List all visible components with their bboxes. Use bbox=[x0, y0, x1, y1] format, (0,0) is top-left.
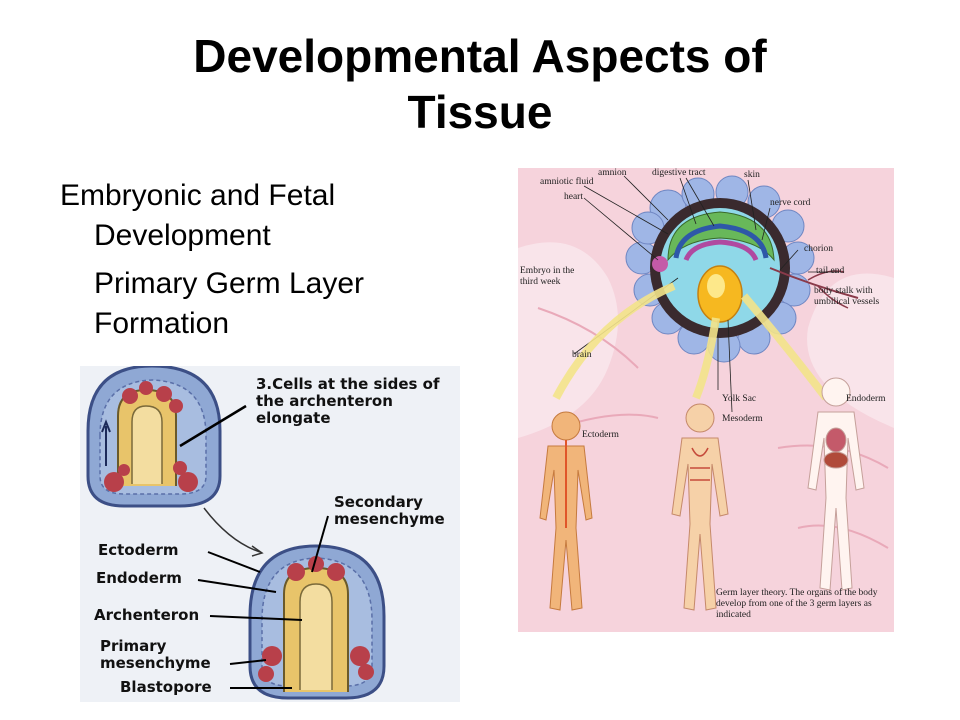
label-secondary-mesenchyme: Secondary mesenchyme bbox=[334, 493, 445, 528]
figure-caption: Germ layer theory. The organs of the bod… bbox=[716, 588, 878, 620]
bullet-list: Embryonic and Fetal Development Primary … bbox=[60, 176, 460, 344]
mesoderm-body-icon bbox=[671, 403, 729, 611]
title-line-2: Tissue bbox=[407, 86, 553, 138]
label-step-3: 3.Cells at the sides of the archenteron … bbox=[256, 375, 440, 427]
ectoderm-body-icon bbox=[539, 411, 593, 611]
label-mesoderm: Mesoderm bbox=[722, 414, 763, 424]
label-digestive-tract: digestive tract bbox=[652, 168, 706, 178]
label-ectoderm: Ectoderm bbox=[98, 541, 179, 559]
embryo-top-icon bbox=[86, 366, 222, 508]
label-embryo-third-week: Embryo in the third week bbox=[520, 266, 575, 287]
germ-layer-illustration bbox=[518, 168, 894, 632]
label-brain: brain bbox=[572, 350, 592, 360]
gastrulation-illustration bbox=[86, 366, 386, 700]
endoderm-body-icon bbox=[807, 377, 865, 591]
pointer-step3 bbox=[179, 404, 247, 448]
bullet-embryonic-development: Embryonic and Fetal Development bbox=[60, 179, 336, 252]
label-body-stalk: body stalk with umbilical vessels bbox=[814, 286, 880, 307]
title-line-1: Developmental Aspects of bbox=[193, 30, 767, 82]
label-yolk-sac: Yolk Sac bbox=[722, 394, 757, 404]
label-archenteron: Archenteron bbox=[94, 606, 200, 624]
label-skin: skin bbox=[744, 170, 760, 180]
label-chorion: chorion bbox=[804, 244, 834, 254]
slide-title: Developmental Aspects of Tissue bbox=[60, 28, 900, 140]
label-nerve-cord: nerve cord bbox=[770, 198, 811, 208]
stage-arrow-icon bbox=[203, 507, 261, 553]
label-heart: heart bbox=[564, 192, 583, 202]
gastrulation-diagram: 3.Cells at the sides of the archenteron … bbox=[80, 366, 460, 702]
label-amniotic-fluid: amniotic fluid bbox=[540, 177, 594, 187]
label-ectoderm-right: Ectoderm bbox=[582, 430, 619, 440]
embryo-bottom-icon bbox=[248, 544, 386, 700]
label-endoderm: Endoderm bbox=[96, 569, 182, 587]
label-blastopore: Blastopore bbox=[120, 678, 212, 696]
label-endoderm-right: Endoderm bbox=[846, 394, 886, 404]
bullet-germ-layer-formation: Primary Germ Layer Formation bbox=[94, 267, 365, 340]
label-primary-mesenchyme: Primary mesenchyme bbox=[100, 637, 211, 672]
germ-layer-diagram: amnion amniotic fluid digestive tract sk… bbox=[518, 168, 894, 632]
label-amnion: amnion bbox=[598, 168, 627, 178]
label-tail-end: tail end bbox=[816, 266, 845, 276]
